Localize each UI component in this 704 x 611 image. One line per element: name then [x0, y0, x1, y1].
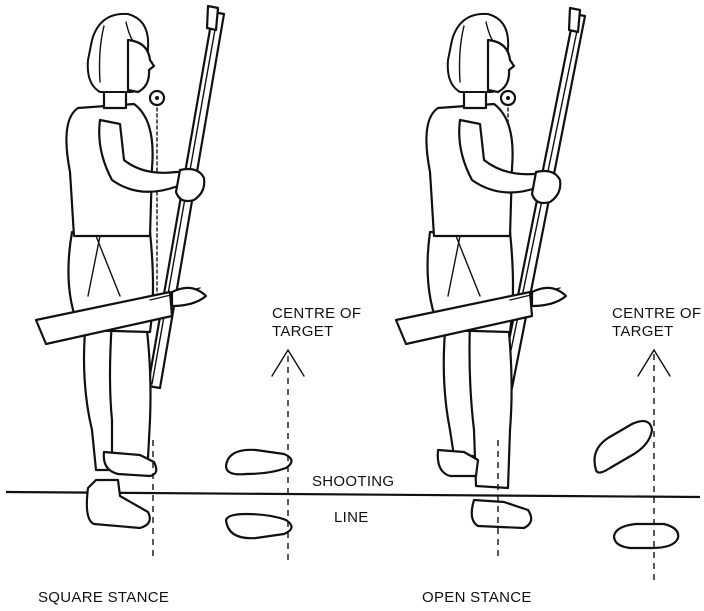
centre-target-label-right-1: CENTRE OF: [612, 305, 701, 322]
archer-figure-square: [36, 6, 224, 560]
shooting-line-label-2: LINE: [334, 509, 369, 526]
archer-figure-open: [396, 8, 585, 560]
centre-target-label-left-1: CENTRE OF: [272, 305, 361, 322]
shooting-line-label-1: SHOOTING: [312, 473, 394, 490]
centre-target-label-right-2: TARGET: [612, 323, 674, 340]
footprints-open: [595, 421, 679, 548]
centre-target-label-left-2: TARGET: [272, 323, 334, 340]
open-stance-caption: OPEN STANCE: [422, 589, 532, 606]
square-stance-caption: SQUARE STANCE: [38, 589, 169, 606]
